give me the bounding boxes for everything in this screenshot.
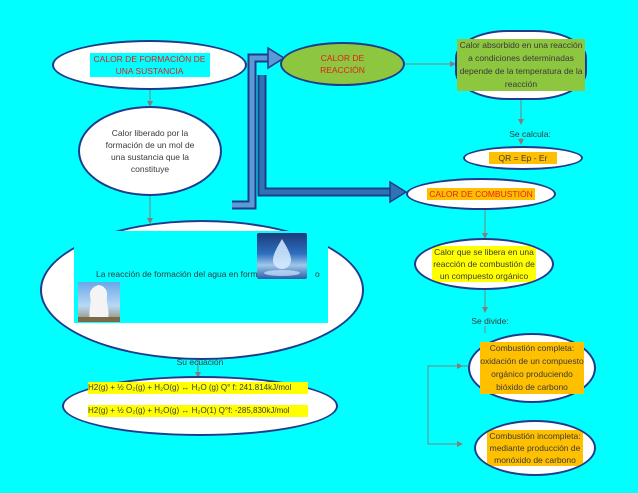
node-incompleta: Combustión incompleta: mediante producci… (474, 420, 596, 476)
node-absorbido: Calor absorbido en una reacción a condic… (455, 30, 587, 100)
incompleta-desc: Combustión incompleta: mediante producci… (487, 430, 583, 466)
node-combustion-desc: Calor que se libera en una reacción de c… (414, 238, 554, 290)
reaccion-title: CALOR DE REACCIÓN (320, 53, 365, 75)
steam-icon (78, 285, 120, 322)
agua-text-tail: o (315, 269, 320, 279)
node-combustion: CALOR DE COMBUSTIÓN (406, 178, 556, 210)
node-formula: QR = Ep - Er (463, 146, 583, 170)
water-image (257, 233, 307, 279)
node-formacion-desc: Calor liberado por la formación de un mo… (78, 106, 222, 196)
formacion-desc: Calor liberado por la formación de un mo… (105, 128, 195, 174)
node-reaccion: CALOR DE REACCIÓN (280, 42, 405, 86)
main-arrow-combustion (259, 75, 392, 195)
connector-bracket (427, 365, 468, 447)
se-calcula-label: Se calcula: (509, 129, 551, 139)
formacion-title: CALOR DE FORMACIÓN DE UNA SUSTANCIA (89, 53, 210, 77)
node-formacion: CALOR DE FORMACIÓN DE UNA SUSTANCIA (52, 40, 247, 90)
main-arrow-combustion-head (389, 180, 408, 204)
absorbido-desc: Calor absorbido en una reacción a condic… (457, 39, 585, 91)
se-divide-label: Se divide: (471, 316, 509, 326)
water-drop-icon (264, 239, 300, 276)
main-arrow-reaccion-head (267, 46, 286, 70)
su-ecuacion-label: Su ecuación (176, 357, 224, 367)
agua-text: La reacción de formación del agua en for… (96, 269, 263, 279)
formula-qr: QR = Ep - Er (488, 152, 558, 164)
combustion-desc: Calor que se libera en una reacción de c… (432, 246, 536, 282)
main-arrow-reaccion (232, 55, 270, 208)
node-completa: Combustión completa: oxidación de un com… (468, 333, 596, 403)
geyser-image (78, 282, 120, 322)
main-arrow-combustion-outline (257, 75, 392, 197)
equation-1: H2(g) + ½ O₂(g) + H₂O(g) ↔ H₂O (g) Q° f:… (88, 382, 308, 394)
combustion-title: CALOR DE COMBUSTIÓN (427, 188, 535, 200)
equation-2: H2(g) + ½ O₂(g) + H₂O(g) ↔ H₂O(1) Q°f: -… (88, 405, 308, 417)
completa-desc: Combustión completa: oxidación de un com… (480, 342, 584, 394)
